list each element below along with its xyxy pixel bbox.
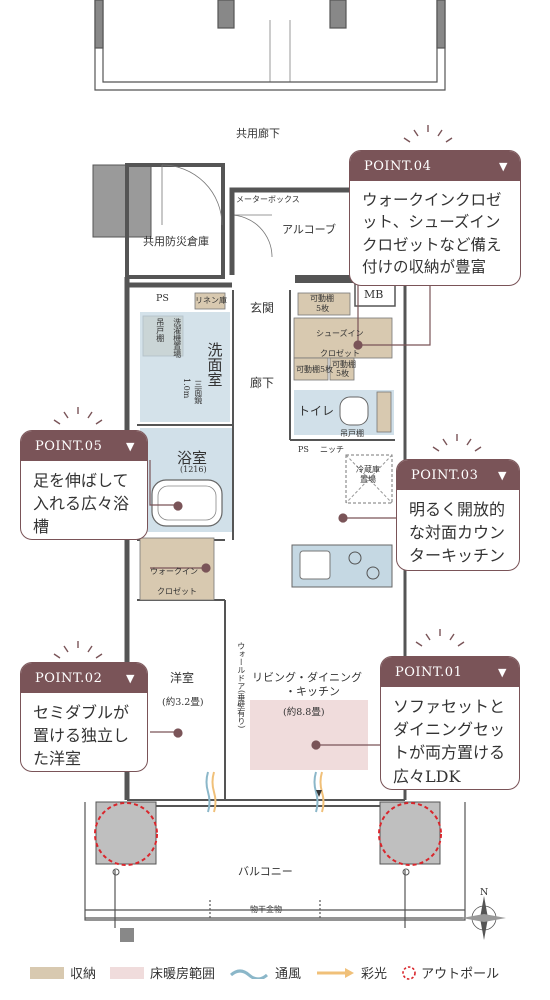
floor-heating-area: [250, 700, 368, 770]
compass-rose: [462, 896, 506, 940]
fridge-label: 冷蔵庫: [356, 465, 380, 474]
vanity-label: 三面鏡: [193, 380, 203, 404]
movable-shelf-top: [297, 292, 351, 316]
point04-text: ウォークインクロゼット、シューズインクロゼットなど備え付けの収納が豊富: [362, 191, 502, 277]
bathroom-size-label: (1216): [180, 465, 207, 474]
washer-label: 洗濯機置場: [172, 318, 182, 358]
out-pole-left: [94, 801, 158, 866]
vanity-width-label: 1.0m: [181, 378, 191, 399]
storage-swatch: [30, 966, 64, 979]
legend-daylight-label: 彩光: [361, 967, 388, 982]
wall-door-label: ウォールドア(垂壁有り): [236, 642, 246, 729]
dropdown-arrow-icon: ▼: [499, 159, 508, 173]
shoes-in-closet: [293, 317, 393, 359]
dropdown-arrow-icon: ▼: [126, 671, 135, 685]
shoes-closet-label: クロゼット: [320, 349, 360, 358]
washroom-label: 洗面室: [205, 342, 224, 387]
ps-label-mid: PS: [298, 445, 309, 454]
drying-rack-label: 物干金物: [250, 905, 282, 914]
movable-shelf-a-label: 可動棚5枚: [296, 365, 334, 374]
point05-text: 足を伸ばして入れる広々浴槽: [33, 471, 130, 537]
north-label: N: [480, 887, 489, 898]
toilet-shelf-label: 吊戸棚: [340, 429, 364, 438]
point05-title: POINT.05: [35, 438, 103, 454]
ldk-label-2: ・キッチン: [285, 685, 340, 698]
point03-title: POINT.03: [411, 467, 479, 483]
ldk-label: リビング・ダイニング: [252, 671, 362, 684]
point01-title: POINT.01: [395, 664, 463, 680]
shoes-in-label: シューズイン: [316, 329, 364, 338]
mb-label: MB: [364, 288, 384, 301]
ps-label-top: PS: [156, 293, 169, 304]
legend-storage-label: 収納: [70, 967, 97, 982]
floor-heating-swatch: [110, 966, 145, 979]
hanging-shelf-left-label: 吊戸棚: [155, 318, 165, 342]
walk-in-closet-label: クロゼット: [157, 587, 197, 596]
callout-point03[interactable]: POINT.03 ▼ 明るく開放的な対面カウンターキッチン: [396, 459, 520, 571]
airflow-marks: [205, 771, 325, 813]
movable-shelf-b-count: 5枚: [336, 369, 350, 378]
bathtub: [151, 479, 223, 527]
walk-in-label: ウォークイン: [150, 567, 198, 576]
toilet-label: トイレ: [298, 404, 335, 418]
ldk-size-label: (約8.8畳): [283, 707, 325, 718]
dropdown-arrow-icon: ▼: [126, 439, 135, 453]
dashed-circle-icon: [402, 965, 416, 980]
callout-point02[interactable]: POINT.02 ▼ セミダブルが置ける独立した洋室: [20, 662, 148, 772]
common-corridor-label: 共用廊下: [236, 127, 280, 140]
bathroom-label: 浴室: [177, 449, 208, 467]
movable-shelf-top-label: 可動棚: [310, 294, 334, 303]
legend-storage: 収納: [30, 963, 96, 982]
balcony-label: バルコニー: [238, 865, 293, 878]
callout-point01[interactable]: POINT.01 ▼ ソファセットとダイニングセットが両方置ける広々LDK: [380, 656, 520, 790]
fridge-space-label: 置場: [360, 475, 376, 484]
shared-storage-label: 共用防災倉庫: [143, 235, 209, 248]
out-pole-right: [378, 801, 442, 866]
entrance-label: 玄関: [250, 301, 275, 315]
point02-text: セミダブルが置ける独立した洋室: [33, 703, 130, 769]
point03-text: 明るく開放的な対面カウンターキッチン: [409, 500, 506, 566]
linen-label: リネン庫: [195, 296, 227, 305]
hall-label: 廊下: [250, 376, 275, 390]
shared-storage-block: [92, 164, 152, 238]
western-room-label: 洋室: [170, 671, 195, 685]
legend-out-pole: アウトポール: [401, 963, 499, 982]
callout-point04[interactable]: POINT.04 ▼ ウォークインクロゼット、シューズインクロゼットなど備え付けの…: [349, 150, 521, 286]
movable-shelf-b-label: 可動棚: [332, 360, 356, 369]
washroom-fill: [140, 312, 230, 422]
legend-daylight: 彩光: [315, 963, 387, 982]
point01-text: ソファセットとダイニングセットが両方置ける広々LDK: [393, 697, 506, 786]
legend-ventilation-label: 通風: [275, 967, 302, 982]
legend: 収納 床暖房範囲 通風 彩光 アウトポール: [30, 963, 513, 982]
legend-floor-heating: 床暖房範囲: [110, 963, 215, 982]
dropdown-arrow-icon: ▼: [498, 468, 507, 482]
meter-box-label: メーターボックス: [236, 195, 300, 204]
point02-title: POINT.02: [35, 670, 103, 686]
point04-title: POINT.04: [364, 158, 432, 174]
western-size-label: (約3.2畳): [162, 697, 204, 708]
wave-icon: [230, 969, 269, 979]
legend-out-pole-label: アウトポール: [421, 967, 500, 982]
niche-label: ニッチ: [320, 445, 344, 454]
legend-ventilation: 通風: [229, 963, 301, 982]
alcove-label: アルコーブ: [282, 223, 337, 236]
callout-point05[interactable]: POINT.05 ▼ 足を伸ばして入れる広々浴槽: [20, 430, 148, 540]
dropdown-arrow-icon: ▼: [498, 665, 507, 679]
movable-shelf-top-count: 5枚: [316, 304, 330, 313]
arrow-icon: [317, 967, 355, 978]
legend-floor-heating-label: 床暖房範囲: [150, 967, 216, 982]
